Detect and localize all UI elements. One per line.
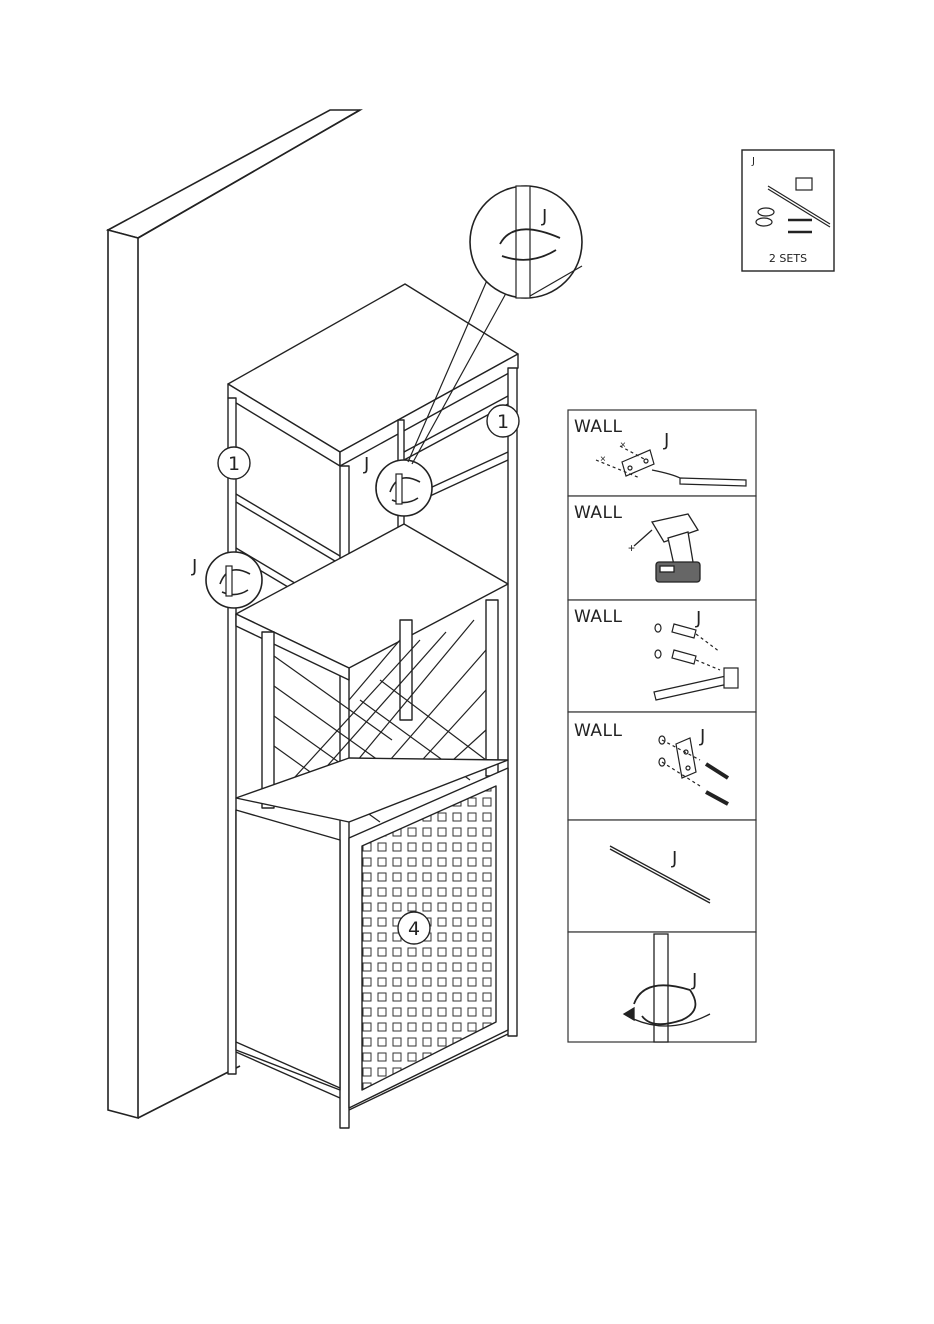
kit-part-letter: J — [751, 156, 755, 167]
svg-text:×: × — [600, 454, 606, 465]
step-part-label: J — [699, 726, 705, 747]
svg-text:1: 1 — [228, 453, 240, 475]
svg-text:4: 4 — [408, 918, 420, 940]
zoom-detail — [470, 186, 582, 298]
callout-part-label: J — [541, 206, 547, 227]
step-part-label: J — [663, 430, 669, 451]
kit-quantity: 2 SETS — [769, 252, 807, 265]
cabinet — [228, 284, 518, 1128]
callout-part-label: J — [363, 454, 369, 475]
step-surface-label: WALL — [574, 503, 622, 523]
step-surface-label: WALL — [574, 607, 622, 627]
part-number-4-door: 4 — [398, 912, 430, 944]
part-number-1-right: 1 — [487, 405, 519, 437]
svg-text:×: × — [620, 440, 626, 451]
step-part-label: J — [671, 848, 677, 869]
step-part-label: J — [691, 970, 697, 991]
svg-text:+: + — [628, 541, 635, 555]
step-surface-label: WALL — [574, 721, 622, 741]
kit-box: J 2 SETS — [742, 150, 834, 271]
step-part-label: J — [695, 608, 701, 629]
step-surface-label: WALL — [574, 417, 622, 437]
svg-text:1: 1 — [497, 411, 509, 433]
part-number-1-left: 1 — [218, 447, 250, 479]
callout-part-label: J — [191, 556, 197, 577]
callout-center — [376, 460, 432, 516]
callout-left — [206, 552, 262, 608]
